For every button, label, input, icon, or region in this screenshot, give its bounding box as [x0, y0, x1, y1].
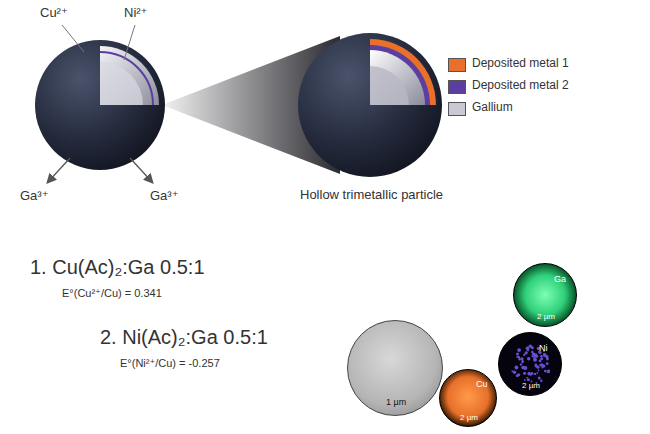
magnified-particle: [298, 33, 442, 177]
legend-swatch: [448, 58, 466, 72]
scale-label: 2 µm: [537, 312, 555, 321]
leader-line: [62, 25, 84, 52]
element-label: Cu: [476, 379, 488, 389]
legend-text: Deposited metal 2: [472, 79, 569, 93]
ion-label: Ga³⁺: [150, 189, 179, 204]
eds-map: Ni 2 µm: [498, 332, 562, 396]
element-label: Ga: [554, 274, 566, 284]
deposit-layer: [100, 52, 153, 105]
release-arrow: [48, 158, 70, 182]
particle-core: [100, 62, 143, 105]
layer-gallium: [370, 50, 425, 105]
eds-map: Cu 2 µm: [439, 369, 497, 427]
particle-sphere: [35, 40, 165, 170]
legend-swatch: [448, 102, 466, 116]
element-label: Ni: [539, 343, 548, 353]
eds-map: Ga 2 µm: [513, 263, 577, 327]
leader-line: [124, 25, 135, 60]
scale-label: 2 µm: [460, 413, 478, 422]
figure-label: Hollow trimetallic particle: [300, 188, 443, 203]
scale-label: 1 µm: [386, 397, 406, 407]
step-label: 1. Cu(Ac)₂:Ga 0.5:1: [30, 256, 205, 279]
legend-swatch: [448, 80, 466, 94]
legend-text: Deposited metal 1: [472, 57, 569, 71]
step-label: 2. Ni(Ac)₂:Ga 0.5:1: [100, 326, 268, 349]
sem-image: 1 µm: [347, 320, 443, 416]
layer-metal-2: [370, 45, 430, 105]
ion-label: Cu²⁺: [40, 6, 68, 21]
legend-text: Gallium: [472, 101, 513, 115]
scale-label: 2 µm: [522, 381, 540, 390]
potential-label: E°(Cu²⁺/Cu) = 0.341: [62, 287, 162, 300]
ion-label: Ga³⁺: [20, 189, 49, 204]
ion-label: Ni²⁺: [124, 6, 147, 21]
hollow-core: [370, 66, 409, 105]
layer-metal-1: [370, 39, 436, 105]
release-arrow: [130, 158, 152, 182]
potential-label: E°(Ni²⁺/Cu) = -0.257: [120, 357, 220, 370]
particle-cutaway: [100, 46, 159, 105]
